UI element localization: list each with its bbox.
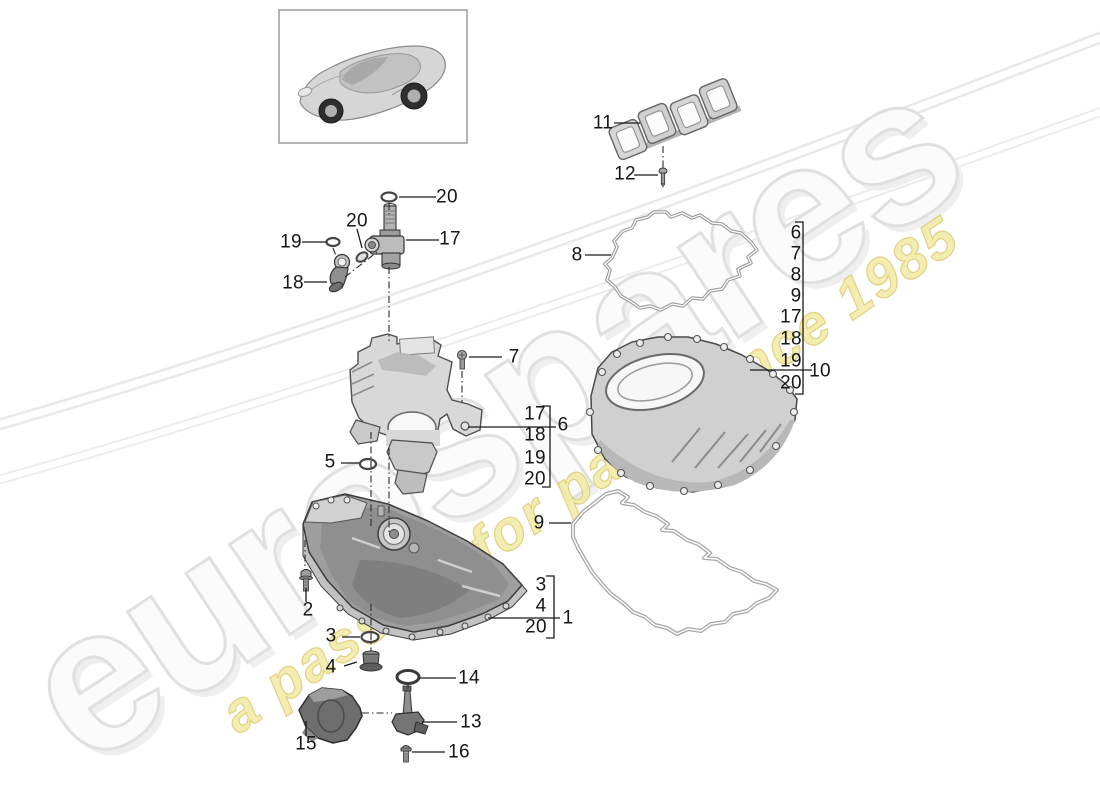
- part-lower-gasket: [571, 489, 779, 636]
- callout-12[interactable]: 12: [614, 163, 636, 185]
- group-upper-pan-item[interactable]: 19: [780, 350, 802, 372]
- part-upper-gasket: [603, 210, 759, 312]
- group-lower-pan-item[interactable]: 4: [535, 595, 547, 617]
- callout-3[interactable]: 3: [325, 625, 337, 647]
- leader-lines: [302, 122, 812, 753]
- part-drain-plug: [359, 650, 383, 672]
- part-screw-7: [457, 350, 467, 370]
- part-baffle-plate: [608, 78, 742, 161]
- group-upper-pan-item[interactable]: 17: [780, 306, 802, 328]
- callout-14[interactable]: 14: [458, 667, 480, 689]
- group-housing-item[interactable]: 18: [524, 424, 546, 446]
- group-housing-item[interactable]: 20: [524, 468, 546, 490]
- assembly-axes: [304, 146, 664, 714]
- callout-6[interactable]: 6: [557, 414, 569, 436]
- part-seal-20-top: [380, 191, 398, 203]
- callout-17[interactable]: 17: [439, 228, 461, 250]
- callout-11[interactable]: 11: [592, 112, 614, 134]
- group-upper-pan-item[interactable]: 7: [790, 243, 802, 265]
- callout-9[interactable]: 9: [533, 512, 545, 534]
- watermark-brand: eurospares: [0, 28, 998, 800]
- group-housing-item[interactable]: 19: [524, 447, 546, 469]
- part-oil-pressure-valve: [364, 203, 405, 270]
- part-oring-19: [325, 236, 341, 248]
- swoosh-ribbons: [0, 31, 1100, 485]
- part-oring-5: [358, 457, 378, 471]
- part-upper-oil-pan: [585, 332, 799, 496]
- group-upper-pan-item[interactable]: 9: [790, 285, 802, 307]
- callout-brackets: [542, 221, 804, 639]
- callout-16[interactable]: 16: [448, 741, 470, 763]
- callout-20-mid[interactable]: 20: [346, 210, 368, 232]
- part-oring-14: [395, 669, 421, 685]
- callout-13[interactable]: 13: [460, 711, 482, 733]
- callout-7[interactable]: 7: [508, 346, 520, 368]
- callout-15[interactable]: 15: [295, 733, 317, 755]
- group-upper-pan-item[interactable]: 20: [780, 372, 802, 394]
- vehicle-thumbnail: [278, 9, 468, 144]
- part-elbow-fitting: [328, 253, 351, 293]
- callout-18[interactable]: 18: [282, 272, 304, 294]
- part-oil-guide-housing: [349, 333, 483, 495]
- group-lower-pan-item[interactable]: 3: [535, 574, 547, 596]
- group-lower-pan-item[interactable]: 20: [525, 616, 547, 638]
- group-upper-pan-item[interactable]: 6: [790, 222, 802, 244]
- callout-8[interactable]: 8: [571, 244, 583, 266]
- group-upper-pan-item[interactable]: 18: [780, 328, 802, 350]
- callout-4[interactable]: 4: [325, 656, 337, 678]
- callout-2[interactable]: 2: [302, 599, 314, 621]
- callout-5[interactable]: 5: [324, 451, 336, 473]
- part-lower-oil-pan: [302, 493, 528, 641]
- callout-1[interactable]: 1: [562, 607, 574, 629]
- vehicle-illustration: [297, 45, 446, 124]
- part-seal-20-mid: [355, 251, 369, 263]
- part-oring-3: [360, 630, 380, 644]
- group-upper-pan-item[interactable]: 8: [790, 264, 802, 286]
- part-screw-16: [400, 745, 412, 763]
- callout-20-top[interactable]: 20: [436, 186, 458, 208]
- callout-19[interactable]: 19: [280, 231, 302, 253]
- part-oil-level-sensor: [391, 685, 429, 736]
- callout-10[interactable]: 10: [809, 360, 831, 382]
- group-housing-item[interactable]: 17: [524, 403, 546, 425]
- part-screw-12: [658, 167, 668, 188]
